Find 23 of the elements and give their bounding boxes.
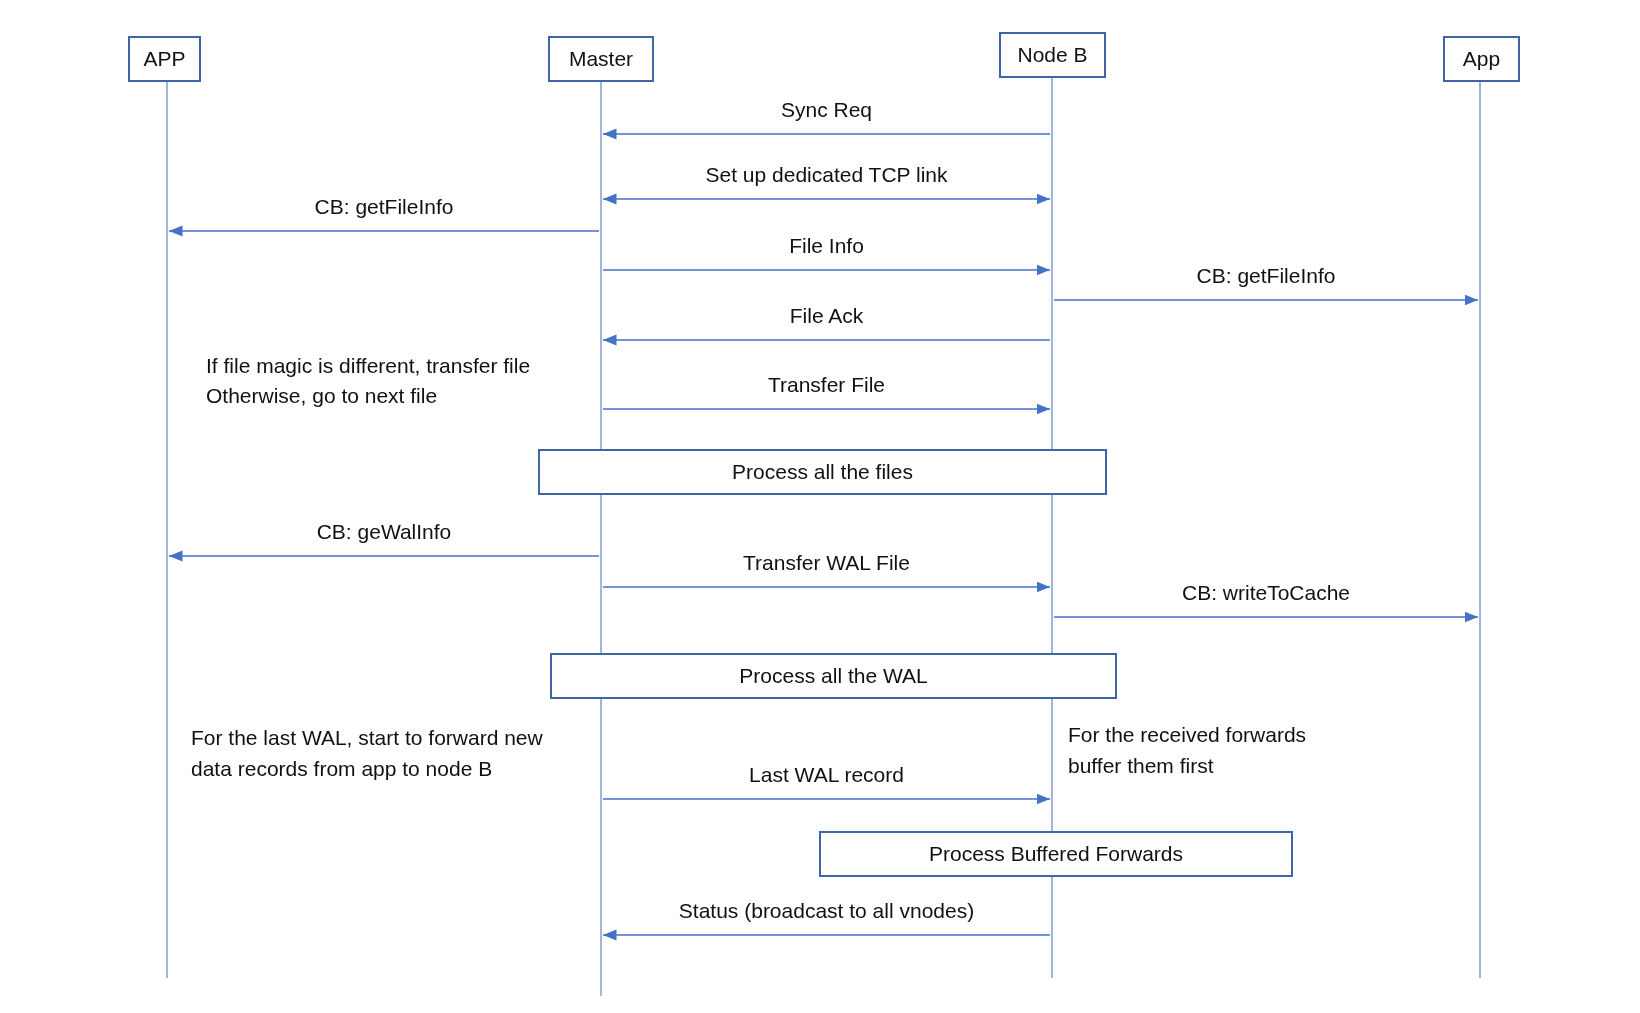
process-box: Process all the WAL xyxy=(550,653,1117,699)
participant-box: Master xyxy=(548,36,654,82)
participant-box: APP xyxy=(128,36,201,82)
message-arrow xyxy=(1053,611,1479,623)
process-box: Process Buffered Forwards xyxy=(819,831,1293,877)
note-text: For the last WAL, start to forward new data records from app to node B xyxy=(191,725,544,782)
message-arrow xyxy=(602,193,1051,205)
message-arrow xyxy=(602,403,1051,415)
message-arrow xyxy=(1053,294,1479,306)
note-text: If file magic is different, transfer file xyxy=(206,353,531,379)
message-arrow xyxy=(602,793,1051,805)
process-box: Process all the files xyxy=(538,449,1107,495)
participant-box: App xyxy=(1443,36,1520,82)
message-arrow xyxy=(602,334,1051,346)
message-arrow xyxy=(168,225,600,237)
message-arrow xyxy=(602,264,1051,276)
note-text: For the received forwards buffer them first xyxy=(1068,722,1308,779)
note-text: Otherwise, go to next file xyxy=(206,383,438,409)
message-arrow xyxy=(602,581,1051,593)
message-arrow xyxy=(602,128,1051,140)
message-arrow xyxy=(168,550,600,562)
participant-box: Node B xyxy=(999,32,1106,78)
message-arrow xyxy=(602,929,1051,941)
